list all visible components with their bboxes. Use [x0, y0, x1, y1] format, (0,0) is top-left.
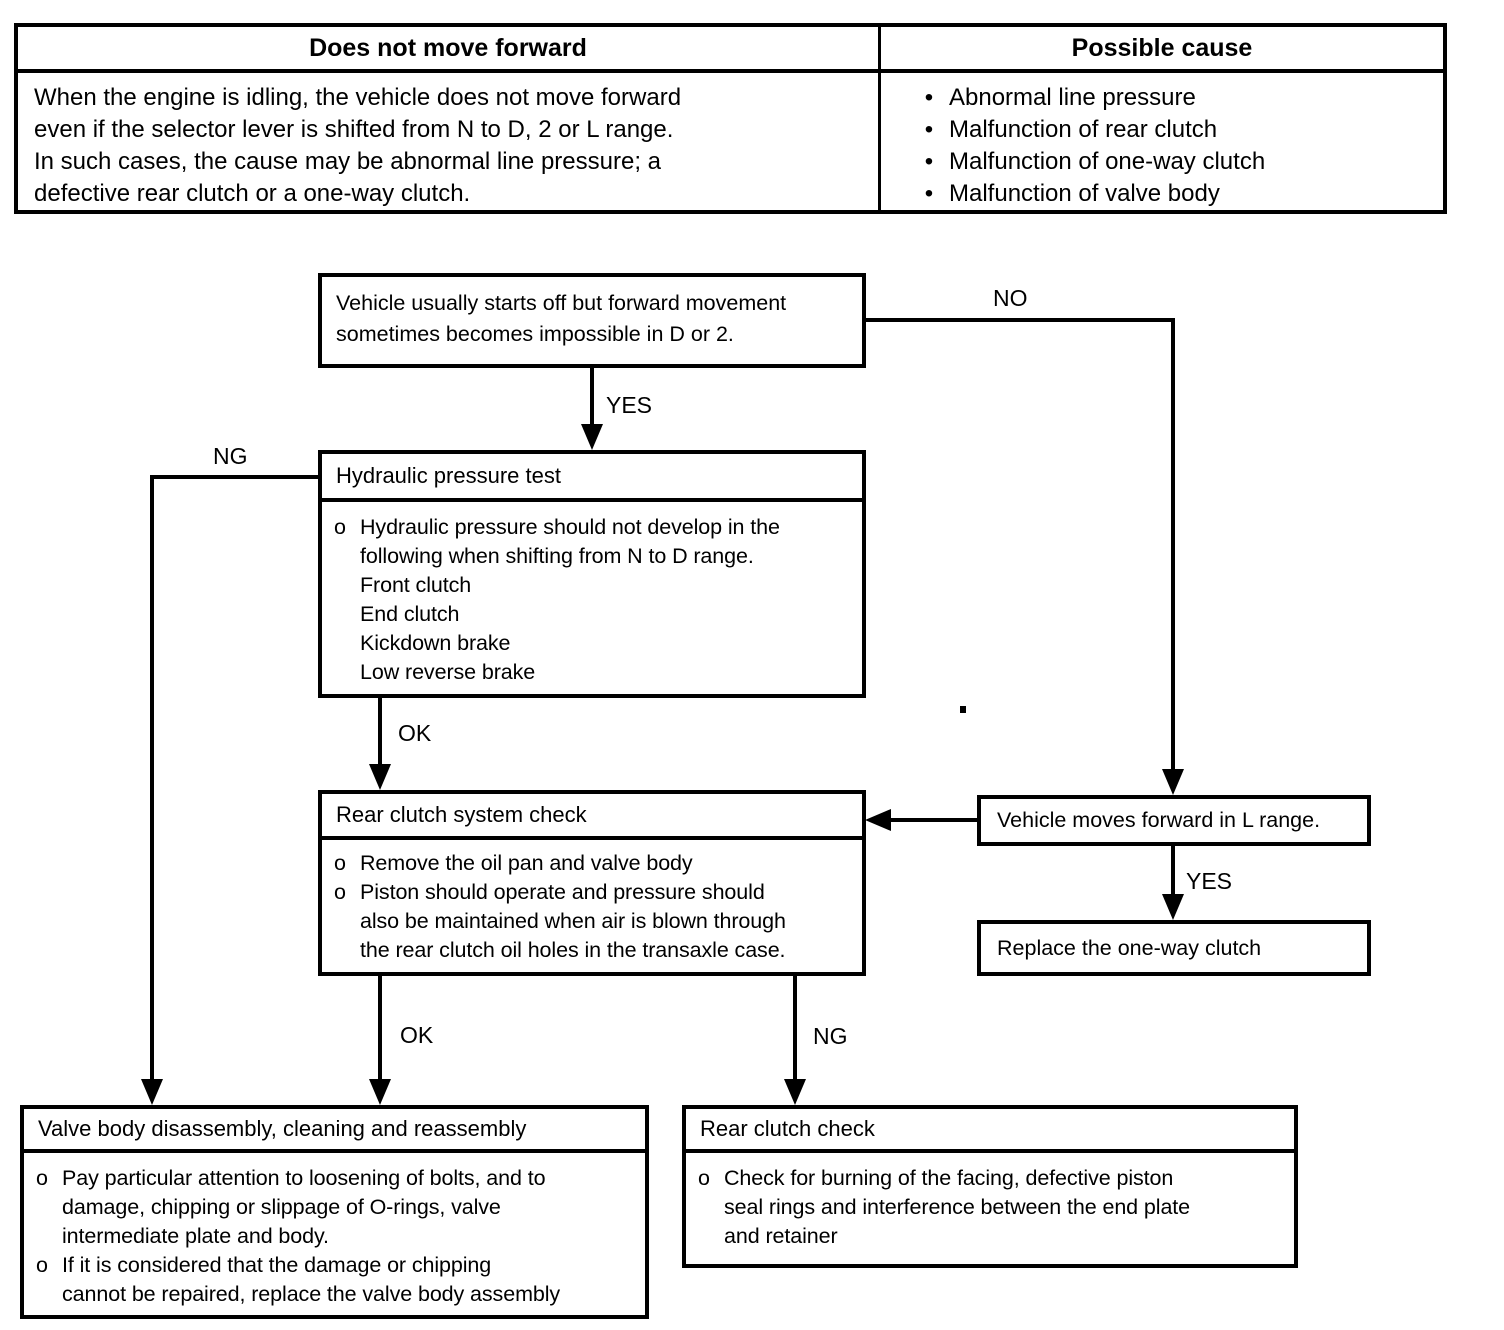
arrowhead-ok-down [369, 764, 391, 790]
bullet-o-marker: o [36, 1253, 48, 1277]
cause-list-item-text: Malfunction of valve body [949, 180, 1220, 207]
bullet-dot-icon: • [924, 180, 934, 207]
cause-list-item: • Malfunction of one-way clutch [909, 146, 1435, 178]
body-line: damage, chipping or slippage of O-rings,… [62, 1195, 501, 1219]
bullet-o-marker: o [334, 851, 346, 875]
node-title: Rear clutch check [686, 1109, 1294, 1153]
bullet-o-marker: o [36, 1166, 48, 1190]
node-replace-one-way-clutch: Replace the one-way clutch [977, 920, 1371, 976]
body-line: the rear clutch oil holes in the transax… [360, 938, 786, 962]
arrowhead-yes-down [581, 424, 603, 450]
body-line: seal rings and interference between the … [724, 1195, 1191, 1219]
body-line: Check for burning of the facing, defecti… [724, 1166, 1174, 1190]
bullet-o-marker: o [334, 515, 346, 539]
cause-list-item: • Malfunction of valve body [909, 178, 1435, 210]
label-ng: NG [813, 1023, 848, 1049]
possible-cause-header: Possible cause [881, 27, 1443, 73]
bullet-dot-icon: • [924, 116, 934, 143]
bullet-item-text: Pay particular attention to loosening of… [62, 1164, 641, 1251]
node-vehicle-moves-forward-l-range: Vehicle moves forward in L range. [977, 795, 1371, 846]
node-body: o Check for burning of the facing, defec… [686, 1153, 1294, 1251]
cause-list-item: • Abnormal line pressure [909, 82, 1435, 114]
label-no: NO [993, 285, 1028, 311]
bullet-dot-icon: • [924, 148, 934, 175]
cause-list-item: • Malfunction of rear clutch [909, 114, 1435, 146]
arrow-ng-left-line [150, 475, 318, 1083]
node-rear-clutch-system-check: Rear clutch system check o Remove the oi… [318, 790, 866, 976]
body-line: following when shifting from N to D rang… [360, 544, 754, 568]
node-body: o Remove the oil pan and valve body o Pi… [322, 840, 862, 965]
label-yes: YES [1186, 868, 1233, 894]
bullet-item: o Remove the oil pan and valve body [332, 849, 858, 878]
symptom-text-line: In such cases, the cause may be abnormal… [34, 148, 661, 175]
node-rear-clutch-check: Rear clutch check o Check for burning of… [682, 1105, 1298, 1268]
arrowhead-ng2-down [784, 1079, 806, 1105]
bullet-item-text: Hydraulic pressure should not develop in… [360, 513, 858, 687]
node-valve-body-disassembly: Valve body disassembly, cleaning and rea… [20, 1105, 649, 1319]
label-yes: YES [606, 392, 653, 418]
label-ng: NG [213, 443, 248, 469]
body-line: intermediate plate and body. [62, 1224, 329, 1248]
node-title: Rear clutch system check [322, 794, 862, 840]
arrowhead-into-rear-check-left [865, 809, 891, 831]
bullet-item: o Piston should operate and pressure sho… [332, 878, 858, 965]
bullet-item: o Pay particular attention to loosening … [34, 1164, 641, 1251]
body-line: Piston should operate and pressure shoul… [360, 880, 765, 904]
symptom-text: When the engine is idling, the vehicle d… [18, 73, 878, 210]
body-line: Pay particular attention to loosening of… [62, 1166, 546, 1190]
label-ok: OK [400, 1022, 434, 1048]
body-line: End clutch [360, 602, 460, 626]
body-line: cannot be repaired, replace the valve bo… [62, 1282, 561, 1306]
bullet-item-text: Remove the oil pan and valve body [360, 849, 858, 878]
symptom-column: Does not move forward When the engine is… [18, 27, 881, 210]
bullet-item-text: If it is considered that the damage or c… [62, 1251, 641, 1309]
cause-list-item-text: Malfunction of one-way clutch [949, 148, 1266, 175]
arrowhead-yes2-down [1162, 894, 1184, 920]
bullet-item: o Hydraulic pressure should not develop … [332, 513, 858, 687]
bullet-item: o Check for burning of the facing, defec… [696, 1164, 1290, 1251]
bullet-item-text: Check for burning of the facing, defecti… [724, 1164, 1290, 1251]
symptom-text-line: even if the selector lever is shifted fr… [34, 116, 674, 143]
node-title: Valve body disassembly, cleaning and rea… [24, 1109, 645, 1153]
body-line: If it is considered that the damage or c… [62, 1253, 492, 1277]
arrow-no-right-line [865, 318, 1175, 773]
body-line: Front clutch [360, 573, 472, 597]
arrowhead-no-down [1162, 769, 1184, 795]
symptom-cause-table: Does not move forward When the engine is… [14, 23, 1447, 214]
bullet-dot-icon: • [924, 84, 934, 111]
node-title: Hydraulic pressure test [322, 454, 862, 502]
node-body: o Hydraulic pressure should not develop … [322, 502, 862, 687]
body-line: Kickdown brake [360, 631, 511, 655]
label-ok: OK [398, 720, 432, 746]
body-line: and retainer [724, 1224, 838, 1248]
possible-cause-list: • Abnormal line pressure • Malfunction o… [881, 73, 1443, 210]
node-hydraulic-pressure-test: Hydraulic pressure test o Hydraulic pres… [318, 450, 866, 698]
bullet-item-text: Piston should operate and pressure shoul… [360, 878, 858, 965]
node-body: o Pay particular attention to loosening … [24, 1153, 645, 1309]
body-line: Remove the oil pan and valve body [360, 851, 693, 875]
node-start-line: Vehicle usually starts off but forward m… [336, 291, 787, 315]
node-start-line: sometimes becomes impossible in D or 2. [336, 322, 734, 346]
body-line: Low reverse brake [360, 660, 536, 684]
symptom-text-line: When the engine is idling, the vehicle d… [34, 84, 682, 111]
symptom-column-header: Does not move forward [18, 27, 878, 73]
cause-list-item-text: Abnormal line pressure [949, 84, 1196, 111]
arrowhead-ng-down [141, 1079, 163, 1105]
scan-speck-artifact [960, 706, 966, 713]
bullet-o-marker: o [698, 1166, 710, 1190]
arrowhead-ok2-down [369, 1079, 391, 1105]
bullet-item: o If it is considered that the damage or… [34, 1251, 641, 1309]
body-line: Hydraulic pressure should not develop in… [360, 515, 780, 539]
node-start-condition: Vehicle usually starts off but forward m… [318, 273, 866, 368]
body-line: also be maintained when air is blown thr… [360, 909, 786, 933]
bullet-o-marker: o [334, 880, 346, 904]
cause-list-item-text: Malfunction of rear clutch [949, 116, 1218, 143]
possible-cause-column: Possible cause • Abnormal line pressure … [881, 27, 1443, 210]
symptom-text-line: defective rear clutch or a one-way clutc… [34, 180, 471, 207]
